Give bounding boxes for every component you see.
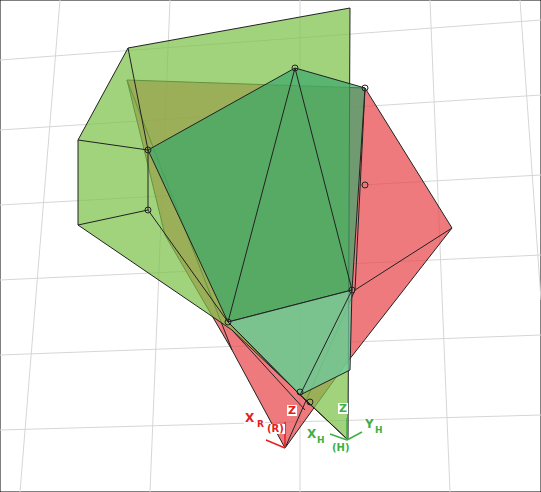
axis-subscript: R bbox=[256, 420, 265, 429]
green-frame-axes bbox=[330, 418, 362, 440]
axis-subscript: H bbox=[374, 426, 384, 435]
axis-subscript: H bbox=[316, 436, 326, 445]
green-workspace bbox=[78, 8, 365, 440]
frame-name: (R) bbox=[266, 424, 285, 434]
vertex-markers bbox=[145, 65, 368, 405]
frame-name: (H) bbox=[331, 443, 351, 453]
red-frame-axes bbox=[266, 422, 285, 448]
axis-name: Z bbox=[287, 405, 297, 416]
axis-name: X bbox=[244, 412, 255, 424]
axis-name: Z bbox=[338, 403, 348, 414]
